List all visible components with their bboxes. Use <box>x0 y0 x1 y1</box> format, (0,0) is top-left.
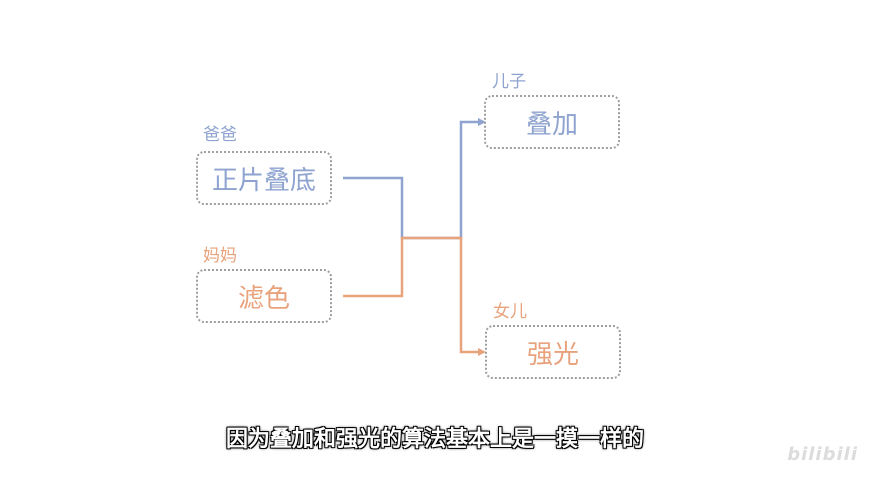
mother-to-daughter-connector <box>343 236 480 354</box>
arrowhead-son <box>478 118 486 126</box>
daughter-tag: 女儿 <box>493 302 527 322</box>
daughter-box: 强光 <box>485 325 621 379</box>
mother-box: 滤色 <box>196 269 332 323</box>
video-subtitle: 因为叠加和强光的算法基本上是一摸一样的 <box>225 427 644 452</box>
father-box: 正片叠底 <box>196 151 332 205</box>
mother-tag: 妈妈 <box>203 246 237 266</box>
son-tag: 儿子 <box>492 72 526 92</box>
bilibili-watermark: bilibili <box>787 444 858 465</box>
father-to-son-connector <box>343 120 480 240</box>
arrowhead-daughter <box>478 348 486 356</box>
father-tag: 爸爸 <box>203 125 237 145</box>
son-box: 叠加 <box>484 95 620 149</box>
